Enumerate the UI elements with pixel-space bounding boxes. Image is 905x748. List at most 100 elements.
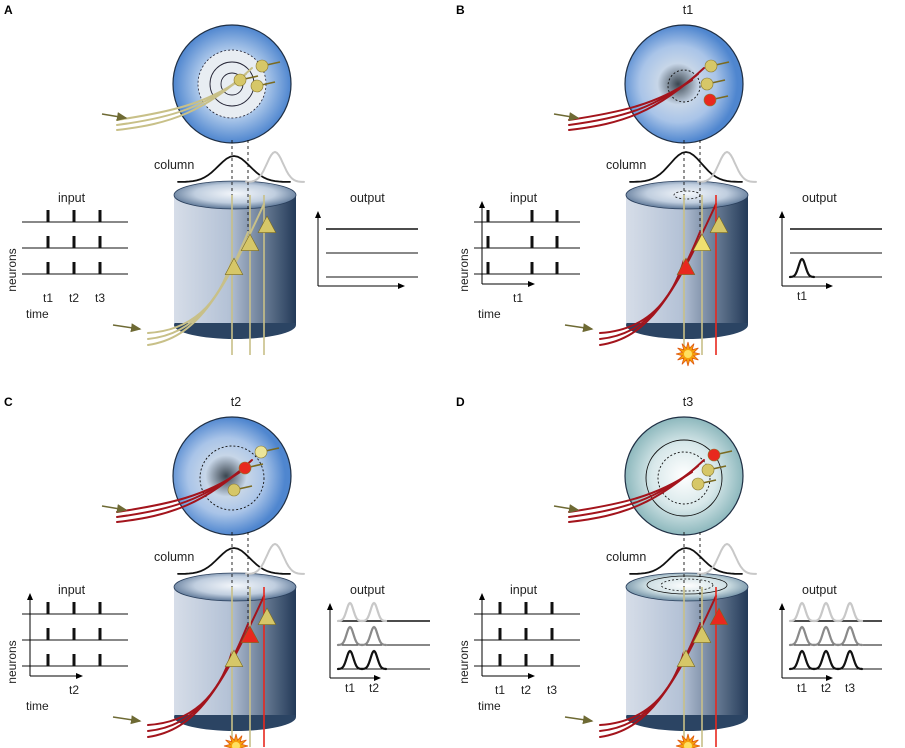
column-activity-curve: [177, 155, 291, 183]
output-response: [336, 601, 364, 623]
panel-letter: B: [456, 3, 465, 17]
column-input-arrow: [564, 715, 594, 725]
input-spike: [550, 602, 554, 614]
input-spike: [98, 654, 102, 666]
column-label: column: [606, 550, 646, 564]
activity-ring: [199, 445, 265, 511]
disc-input-arrow: [553, 504, 580, 513]
input-spike: [498, 628, 502, 640]
output-label: output: [802, 583, 837, 597]
column-activity-shift: [245, 150, 305, 183]
input-tick-label: t3: [95, 291, 105, 305]
input-spike: [486, 262, 490, 274]
input-tick-label: t1: [43, 291, 53, 305]
neurons-label: neurons: [457, 248, 471, 291]
column-activity-curve: [177, 547, 291, 575]
column-activity-curve: [629, 151, 743, 183]
column-activity-curve: [629, 547, 743, 575]
output-response: [788, 601, 816, 623]
panel-title: t3: [683, 395, 693, 409]
column-label: column: [606, 158, 646, 172]
disc-fiber: [568, 67, 705, 131]
input-spike: [72, 654, 76, 666]
output-tick-label: t1: [797, 289, 807, 303]
input-label: input: [58, 583, 86, 597]
column-neuron: [709, 607, 729, 625]
input-tick-label: t2: [521, 683, 531, 697]
input-spike: [98, 210, 102, 222]
spike-burst-core: [684, 350, 692, 358]
disc-neuron: [254, 445, 268, 459]
output-response: [812, 625, 840, 647]
column-neuron: [224, 649, 244, 667]
input-spike: [72, 602, 76, 614]
input-spike: [72, 236, 76, 248]
panel-title: t2: [231, 395, 241, 409]
spike-burst: [223, 733, 249, 748]
input-spike: [498, 602, 502, 614]
output-response: [360, 625, 388, 647]
input-spike: [530, 210, 534, 222]
output-tick-label: t2: [369, 681, 379, 695]
disc-input-arrow: [101, 112, 128, 121]
output-response: [836, 601, 864, 623]
disc-fiber: [116, 459, 253, 523]
input-spike: [524, 602, 528, 614]
input-spike: [46, 236, 50, 248]
panel-letter: A: [4, 3, 13, 17]
column-neuron: [709, 215, 729, 233]
column-top: [173, 180, 297, 210]
input-spike: [46, 262, 50, 274]
panel-letter: D: [456, 395, 465, 409]
input-spike: [530, 236, 534, 248]
input-spike: [550, 654, 554, 666]
input-label: input: [58, 191, 86, 205]
input-tick-label: t3: [547, 683, 557, 697]
output-response: [336, 625, 364, 647]
column-activity-shift: [697, 150, 757, 183]
output-tick-label: t1: [797, 681, 807, 695]
panel-letter: C: [4, 395, 13, 409]
input-spike: [46, 602, 50, 614]
disc-neuron: [703, 93, 717, 107]
input-spike: [98, 262, 102, 274]
disc-fiber: [568, 459, 705, 523]
output-response: [360, 601, 388, 623]
input-spike: [46, 654, 50, 666]
column-neuron: [224, 257, 244, 275]
spike-burst-core: [232, 742, 240, 748]
column-neuron: [692, 233, 712, 251]
output-tick-label: t1: [345, 681, 355, 695]
disc-neuron: [701, 463, 715, 477]
input-spike: [524, 654, 528, 666]
neurons-label: neurons: [5, 640, 19, 683]
column-label: column: [154, 158, 194, 172]
input-spike: [530, 262, 534, 274]
input-spike: [72, 262, 76, 274]
column-label: column: [154, 550, 194, 564]
disc-neuron: [250, 79, 264, 93]
disc-neuron: [704, 59, 718, 73]
column-top: [625, 572, 749, 602]
activity-ring-outer: [645, 439, 723, 517]
column-input-arrow: [112, 323, 142, 333]
input-spike: [550, 628, 554, 640]
column-top: [625, 180, 749, 210]
input-spike: [555, 236, 559, 248]
disc-neuron: [255, 59, 269, 73]
panel-title: t1: [683, 3, 693, 17]
disc-neuron: [700, 77, 714, 91]
disc-neuron: [707, 448, 721, 462]
output-tick-label: t3: [845, 681, 855, 695]
neurons-label: neurons: [457, 640, 471, 683]
output-response: [788, 257, 816, 279]
activity-ring-inner: [657, 451, 711, 505]
disc-neuron: [238, 461, 252, 475]
output-response: [336, 649, 364, 671]
column-activity-shift: [697, 542, 757, 575]
input-tick-label: t1: [495, 683, 505, 697]
activity-ring: [667, 69, 701, 103]
disc-neuron: [691, 477, 705, 491]
